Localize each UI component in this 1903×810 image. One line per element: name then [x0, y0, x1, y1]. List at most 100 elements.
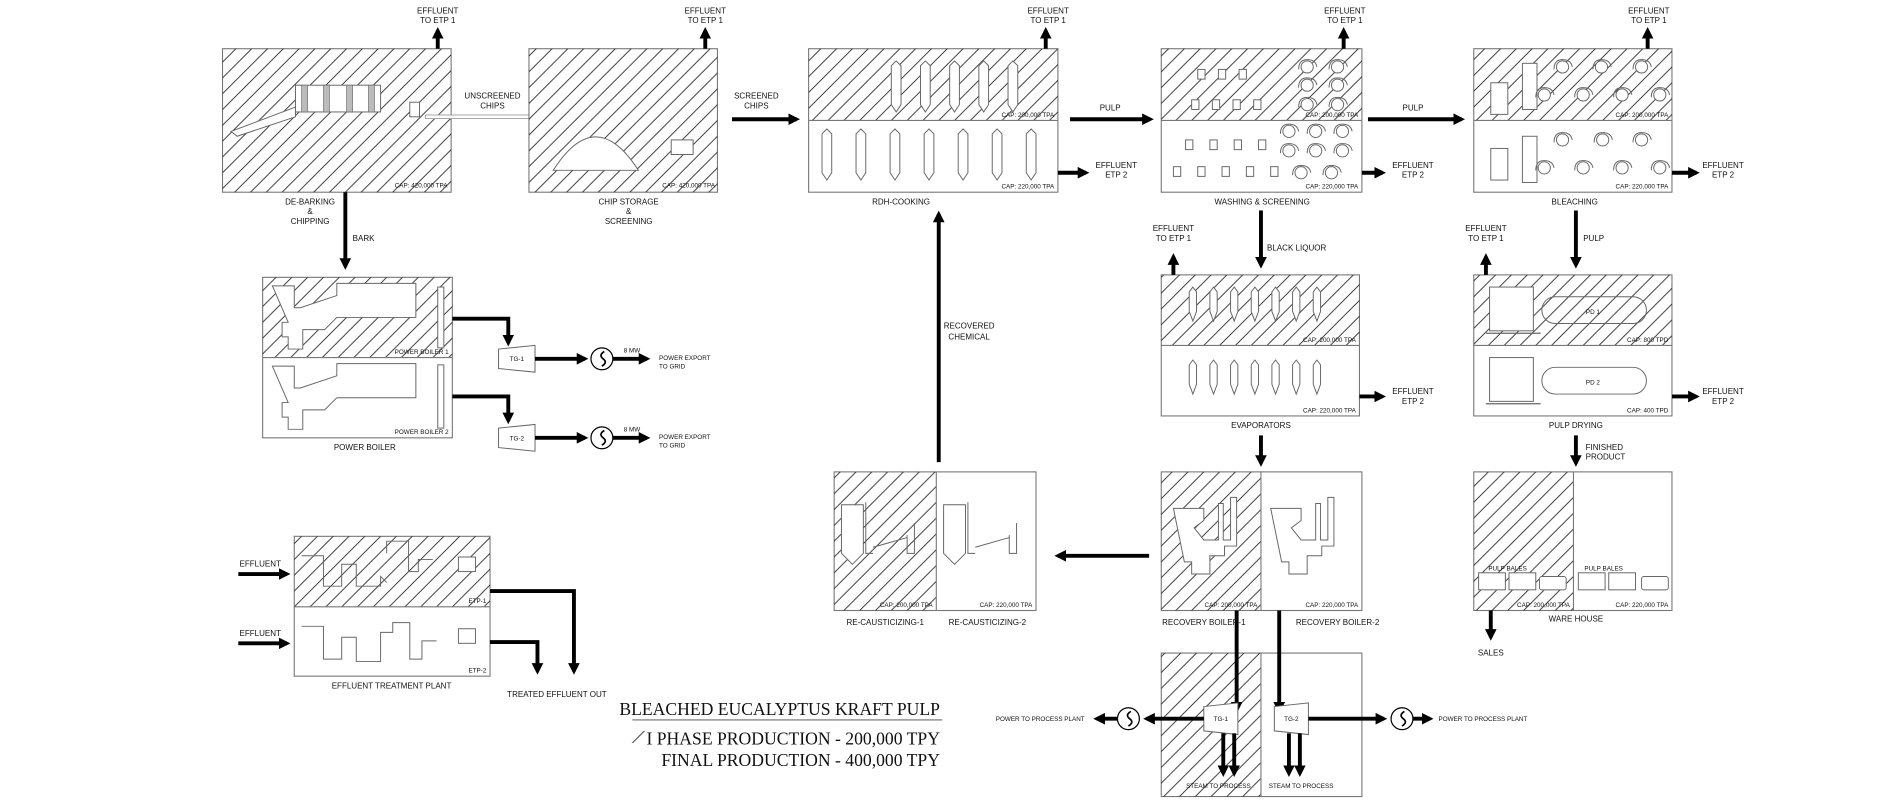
effluent-label: TO ETP 1	[1468, 234, 1504, 243]
unit-label: EVAPORATORS	[1231, 421, 1291, 430]
flow-label: BARK	[353, 234, 375, 243]
screen-icon	[1197, 166, 1206, 177]
flow-pulp-3: PULP	[1570, 210, 1604, 269]
power-label: POWER TO PROCESS PLANT	[996, 716, 1085, 723]
generator-icon	[1116, 707, 1140, 731]
etp-label: ETP-1	[468, 598, 486, 605]
evaporator-body-icon	[1292, 286, 1301, 323]
unit-label: EFFLUENT TREATMENT PLANT	[332, 681, 452, 690]
recovery-boiler-icon	[1172, 496, 1238, 575]
washer-drum-icon	[1282, 144, 1296, 158]
turbine-label: TG-2	[510, 435, 525, 442]
debarking-drum-icon	[230, 84, 420, 137]
washer-drum-icon	[1300, 60, 1314, 74]
capacity-label: CAP: 220,000 TPA	[1305, 602, 1359, 609]
power-output-label: 8 MW	[624, 348, 641, 355]
pulp-bale-stack-icon	[1508, 572, 1537, 591]
washer-drum-icon	[1615, 161, 1629, 175]
evaporator-body-icon	[1250, 359, 1260, 396]
screen-icon	[1185, 139, 1194, 151]
washer-hood-icon	[1613, 87, 1633, 98]
washer-hood-icon	[1328, 59, 1348, 70]
screen-icon	[1197, 68, 1206, 80]
effluent-label: EFFLUENT	[1096, 161, 1138, 170]
power-export-label: POWER EXPORT	[659, 434, 711, 441]
evaporator-bodies-group	[1188, 286, 1322, 396]
dryer-fan-bank-icon	[1489, 357, 1534, 402]
washer-drum-icon	[1615, 88, 1629, 102]
drum-ring-icon	[323, 84, 330, 113]
washer-drum-icon	[1294, 166, 1308, 180]
effluent-label: TO ETP 1	[1327, 16, 1363, 25]
flow-label: EFFLUENT	[240, 629, 282, 638]
unit-label: RE-CAUSTICIZING-1	[846, 618, 924, 627]
stack-icon	[437, 286, 445, 349]
turbine-label: TG-2	[1284, 716, 1299, 723]
digester-icon	[855, 128, 867, 181]
turbine-icon	[498, 344, 536, 373]
evaporator-body-icon	[1209, 359, 1218, 396]
screen-icon	[1221, 166, 1230, 177]
flow-label: CHEMICAL	[948, 332, 990, 341]
dryer-fan-bank-icon	[1489, 286, 1534, 332]
unit-recovery-boilers: CAP: 200,000 TPA CAP: 220,000 TPA RECOVE…	[1054, 471, 1380, 627]
washer-drum-icon	[1300, 98, 1314, 112]
debarking-drum-icon	[294, 84, 382, 113]
conveyor-icon	[230, 106, 296, 137]
washer-drum-icon	[1309, 144, 1323, 158]
legend: BLEACHED EUCALYPTUS KRAFT PULP I PHASE P…	[619, 699, 943, 770]
flow-label: SCREENED	[734, 92, 779, 101]
capacity-label: CAP: 220,000 TPA	[1001, 184, 1055, 191]
effluent-label: TO ETP 1	[1156, 234, 1192, 243]
flow-label: PULP	[1583, 234, 1604, 243]
hatch-swatch-icon	[631, 730, 647, 744]
unit-label-line: CHIP STORAGE	[599, 197, 659, 206]
capacity-label: CAP: 220,000 TPA	[1616, 602, 1670, 609]
unit-rdh-cooking: CAP: 200,000 TPA CAP: 220,000 TPA RDH-CO…	[808, 6, 1138, 206]
washer-hood-icon	[1613, 160, 1633, 171]
washer-drum-icon	[1309, 124, 1323, 138]
evaporator-body-icon	[1209, 286, 1218, 323]
washer-drum-icon	[1555, 133, 1570, 147]
effluent-label: EFFLUENT	[417, 6, 459, 15]
truck-icon	[1641, 575, 1669, 591]
washer-drum-icon	[1324, 166, 1339, 180]
effluent-label: TO ETP 1	[420, 16, 456, 25]
effluent-label: TO ETP 1	[1631, 16, 1667, 25]
washer-drum-icon	[1576, 88, 1590, 102]
washer-drum-icon	[1576, 161, 1590, 175]
flow-label: CHIPS	[480, 101, 504, 110]
washer-drum-icon	[1634, 133, 1649, 147]
effluent-label: EFFLUENT	[1702, 387, 1744, 396]
effluent-label: EFFLUENT	[1392, 387, 1434, 396]
evaporator-body-icon	[1271, 359, 1280, 396]
power-label: POWER TO PROCESS PLANT	[1438, 716, 1527, 723]
washer-drum-icon	[1537, 88, 1551, 102]
screen-icon	[1209, 139, 1218, 151]
drum-ring-icon	[301, 84, 308, 113]
washers-group	[1172, 59, 1353, 180]
capacity-label: CAP: 200,000 TPA	[880, 602, 934, 609]
washer-hood-icon	[1650, 160, 1671, 171]
clarifier-icon	[457, 556, 476, 573]
boiler-icon	[271, 363, 417, 430]
unit-label: BLEACHING	[1552, 197, 1598, 206]
washer-hood-icon	[1279, 143, 1300, 154]
legend-phase1: I PHASE PRODUCTION - 200,000 TPY	[646, 728, 940, 748]
bleach-tower-icon	[1521, 62, 1538, 111]
bales-label: PULP BALES	[1584, 565, 1622, 572]
evaporator-body-icon	[1250, 286, 1260, 323]
flow-recovered-chemical: RECOVERED CHEMICAL	[932, 210, 995, 463]
washer-drum-icon	[1335, 124, 1350, 138]
washer-hood-icon	[1592, 59, 1612, 70]
screen-icon	[1270, 166, 1279, 177]
unit-recausticizing: CAP: 200,000 TPA CAP: 220,000 TPA RE-CAU…	[833, 471, 1037, 627]
unit-label: WASHING & SCREENING	[1214, 197, 1309, 206]
capacity-label: CAP: 220,000 TPA	[1616, 184, 1670, 191]
unit-effluent-treatment-plant: ETP-1 ETP-2 EFFLUENT TREATMENT PLANT EFF…	[238, 535, 607, 699]
washer-hood-icon	[1298, 96, 1318, 108]
capacity-label: CAP: 200,000 TPA	[1205, 602, 1259, 609]
steam-label: STEAM TO PROCESS	[1269, 783, 1334, 790]
evaporator-body-icon	[1230, 286, 1239, 323]
